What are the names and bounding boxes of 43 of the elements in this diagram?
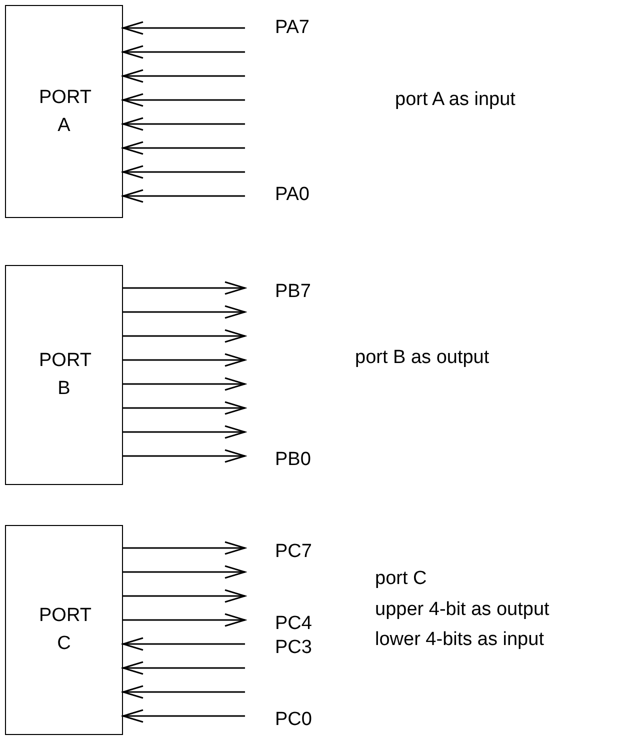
- pin-name: PC3: [275, 637, 312, 659]
- arrow: [122, 117, 245, 131]
- pin-name: PC4: [275, 613, 312, 635]
- arrow: [122, 45, 245, 59]
- arrow: [123, 589, 246, 603]
- arrow: [123, 377, 246, 391]
- arrow: [123, 565, 246, 579]
- arrow: [122, 141, 245, 155]
- arrow: [123, 281, 246, 295]
- arrow: [122, 21, 245, 35]
- pin-name: PA0: [275, 184, 310, 206]
- arrow: [123, 329, 246, 343]
- arrow: [122, 93, 245, 107]
- arrow: [123, 401, 246, 415]
- port-box: [5, 525, 123, 735]
- arrow: [123, 449, 246, 463]
- arrow: [123, 425, 246, 439]
- note-text: upper 4-bit as output: [375, 599, 550, 621]
- pin-name: PB7: [275, 281, 311, 303]
- port-box: [5, 5, 123, 218]
- port-name: PORT A: [39, 86, 89, 138]
- arrow: [122, 637, 245, 651]
- arrow: [123, 353, 246, 367]
- note-text: lower 4-bits as input: [375, 629, 544, 651]
- arrow: [123, 613, 246, 627]
- note-text: port C: [375, 568, 427, 590]
- port-name: PORT C: [39, 604, 89, 656]
- port-name: PORT B: [39, 349, 89, 401]
- pin-name: PC0: [275, 709, 312, 731]
- port-box: [5, 265, 123, 485]
- pin-name: PB0: [275, 449, 311, 471]
- arrow: [122, 189, 245, 203]
- arrow: [123, 305, 246, 319]
- arrow: [122, 685, 245, 699]
- arrow: [122, 165, 245, 179]
- note-text: port A as input: [395, 89, 516, 111]
- pin-name: PA7: [275, 17, 310, 39]
- arrow: [122, 661, 245, 675]
- arrow: [122, 69, 245, 83]
- note-text: port B as output: [355, 347, 490, 369]
- arrow: [122, 709, 245, 723]
- arrow: [123, 541, 246, 555]
- pin-name: PC7: [275, 541, 312, 563]
